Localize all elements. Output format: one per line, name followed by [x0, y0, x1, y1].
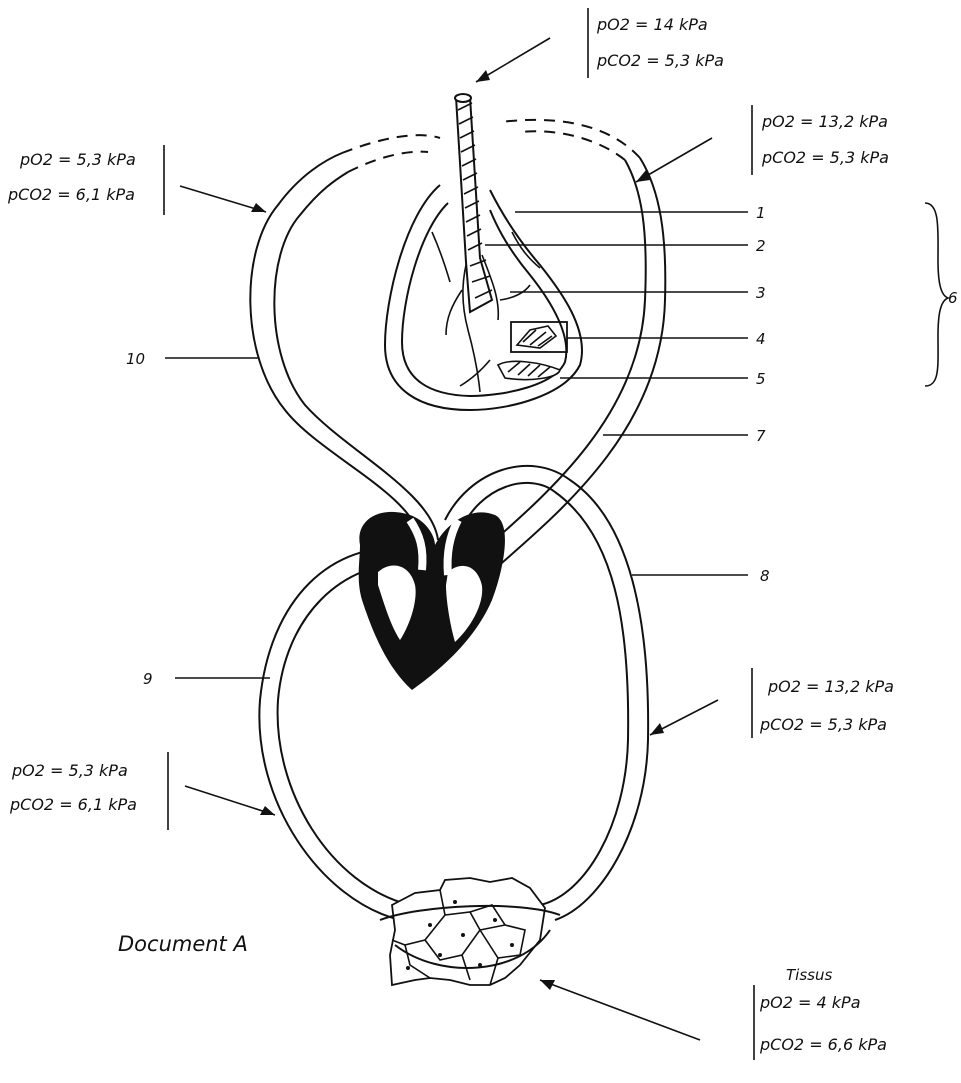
- pulmonary-artery-gas-values: pO2 = 5,3 kPa pCO2 = 6,1 kPa: [7, 150, 136, 204]
- trachea-gas-values: pO2 = 14 kPa pCO2 = 5,3 kPa: [596, 15, 724, 70]
- tissue-gas-values: Tissus pO2 = 4 kPa pCO2 = 6,6 kPa: [759, 966, 887, 1054]
- pulmonary-vein-vessel: [472, 120, 665, 575]
- tissue-pco2: pCO2 = 6,6 kPa: [759, 1035, 887, 1054]
- number-8: 8: [760, 567, 770, 585]
- trachea-pco2: pCO2 = 5,3 kPa: [596, 51, 724, 70]
- pulmonary-vein-po2: pO2 = 13,2 kPa: [761, 112, 888, 131]
- pulmonary-vein-pco2: pCO2 = 5,3 kPa: [761, 148, 889, 167]
- number-5: 5: [756, 370, 766, 388]
- number-1: 1: [756, 204, 766, 222]
- number-2: 2: [756, 237, 766, 255]
- number-7: 7: [756, 427, 766, 445]
- tissue-title: Tissus: [786, 966, 832, 984]
- alveolus-detail: [511, 322, 567, 352]
- number-3: 3: [756, 284, 766, 302]
- pulmonary-artery-vessel: [250, 135, 440, 540]
- aorta-pco2: pCO2 = 5,3 kPa: [759, 715, 887, 734]
- trachea: [455, 94, 492, 312]
- capillary-detail: [498, 361, 560, 379]
- pulmonary-vein-gas-values: pO2 = 13,2 kPa pCO2 = 5,3 kPa: [761, 112, 889, 167]
- document-title: Document A: [118, 932, 248, 956]
- pulmonary-artery-pco2: pCO2 = 6,1 kPa: [7, 185, 135, 204]
- number-4: 4: [756, 330, 766, 348]
- pulmonary-artery-po2: pO2 = 5,3 kPa: [19, 150, 136, 169]
- number-9: 9: [143, 670, 153, 688]
- number-10: 10: [126, 350, 145, 368]
- aorta-gas-values: pO2 = 13,2 kPa pCO2 = 5,3 kPa: [759, 677, 894, 734]
- aorta-po2: pO2 = 13,2 kPa: [767, 677, 894, 696]
- number-6: 6: [948, 289, 958, 307]
- vena-cava-pco2: pCO2 = 6,1 kPa: [9, 795, 137, 814]
- trachea-po2: pO2 = 14 kPa: [596, 15, 708, 34]
- vena-cava-gas-values: pO2 = 5,3 kPa pCO2 = 6,1 kPa: [9, 761, 137, 814]
- tissue-po2: pO2 = 4 kPa: [759, 993, 861, 1012]
- vena-cava-po2: pO2 = 5,3 kPa: [11, 761, 128, 780]
- heart: [359, 512, 505, 690]
